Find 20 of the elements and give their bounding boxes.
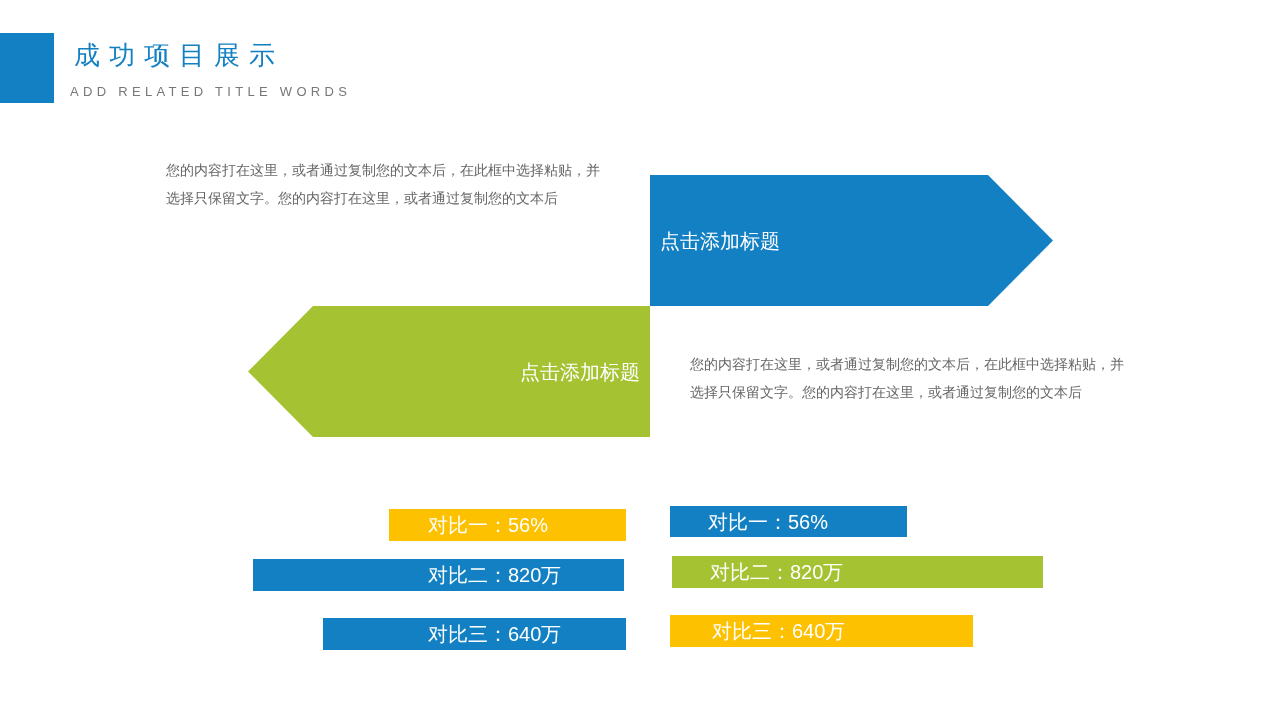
bar <box>670 506 907 537</box>
bar-label: 对比三：640万 <box>428 622 562 647</box>
slide-title: 成功项目展示 <box>74 39 284 72</box>
arrow-shape <box>650 175 1053 306</box>
subtitle: ADD RELATED TITLE WORDS <box>70 84 353 99</box>
bar-label: 对比一：56% <box>428 513 549 538</box>
bar-label: 对比一：56% <box>708 510 829 535</box>
body-paragraph: 您的内容打在这里，或者通过复制您的文本后，在此框中选择粘贴，并选择只保留文字。您的内容打在这里，或者通过复制您的文本后 <box>166 161 601 208</box>
body-paragraph: 您的内容打在这里，或者通过复制您的文本后，在此框中选择粘贴，并选择只保留文字。您的内容打在这里，或者通过复制您的文本后 <box>690 355 1125 402</box>
arrow-title: 点击添加标题 <box>660 228 780 254</box>
bar-label: 对比二：820万 <box>428 563 562 588</box>
bar <box>389 509 626 541</box>
bar-label: 对比二：820万 <box>710 560 844 585</box>
bar <box>670 615 973 647</box>
bar <box>323 618 626 650</box>
bar <box>253 559 624 591</box>
arrow-title: 点击添加标题 <box>520 359 640 385</box>
bar-label: 对比三：640万 <box>712 619 846 644</box>
arrow-shape <box>248 306 650 437</box>
bar <box>672 556 1043 588</box>
